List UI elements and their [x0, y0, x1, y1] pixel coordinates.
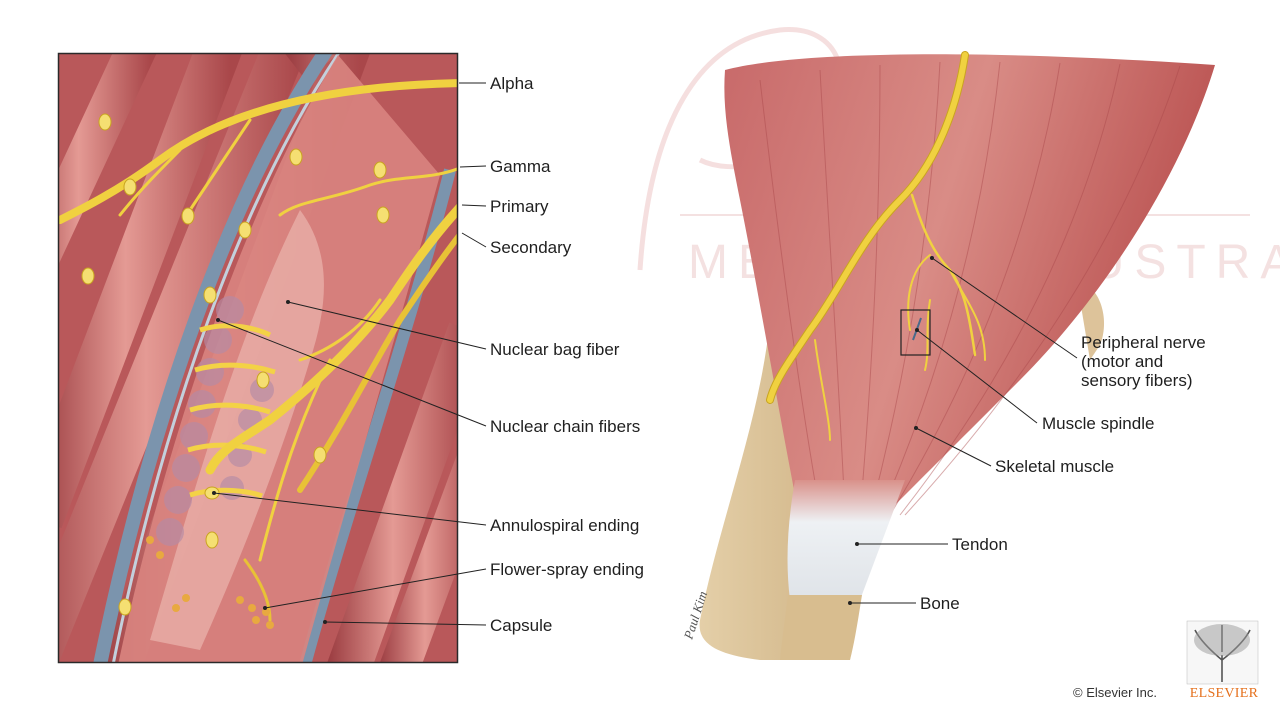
- label-nuclear-bag-fiber: Nuclear bag fiber: [490, 340, 620, 359]
- label-peripheral-nerve-2: (motor and: [1081, 352, 1163, 371]
- label-annulospiral-ending: Annulospiral ending: [490, 516, 639, 535]
- label-primary: Primary: [490, 197, 549, 216]
- label-peripheral-nerve-1: Peripheral nerve: [1081, 333, 1206, 352]
- label-bone: Bone: [920, 594, 960, 613]
- left-labels: Alpha Gamma Primary Secondary Nuclear ba…: [490, 74, 644, 635]
- label-alpha: Alpha: [490, 74, 534, 93]
- publisher-logo-text: ELSEVIER: [1186, 686, 1262, 702]
- elsevier-tree-logo: [1187, 621, 1258, 684]
- label-skeletal-muscle: Skeletal muscle: [995, 457, 1114, 476]
- copyright-notice: © Elsevier Inc.: [1073, 685, 1157, 700]
- label-gamma: Gamma: [490, 157, 551, 176]
- spindle-detail-panel: [20, 0, 480, 718]
- label-peripheral-nerve-3: sensory fibers): [1081, 371, 1192, 390]
- label-secondary: Secondary: [490, 238, 572, 257]
- label-nuclear-chain-fibers: Nuclear chain fibers: [490, 417, 640, 436]
- tendon: [788, 480, 905, 600]
- label-muscle-spindle: Muscle spindle: [1042, 414, 1154, 433]
- label-capsule: Capsule: [490, 616, 552, 635]
- label-tendon: Tendon: [952, 535, 1008, 554]
- label-flower-spray-ending: Flower-spray ending: [490, 560, 644, 579]
